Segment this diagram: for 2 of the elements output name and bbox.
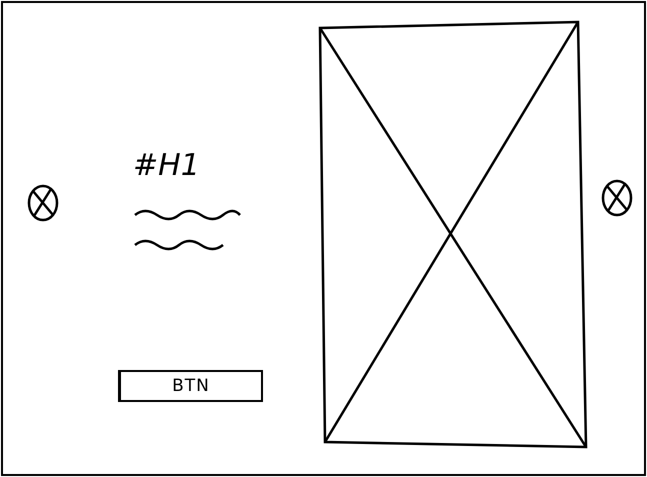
button: BTN bbox=[118, 370, 263, 402]
heading-text: #H1 bbox=[133, 148, 200, 183]
